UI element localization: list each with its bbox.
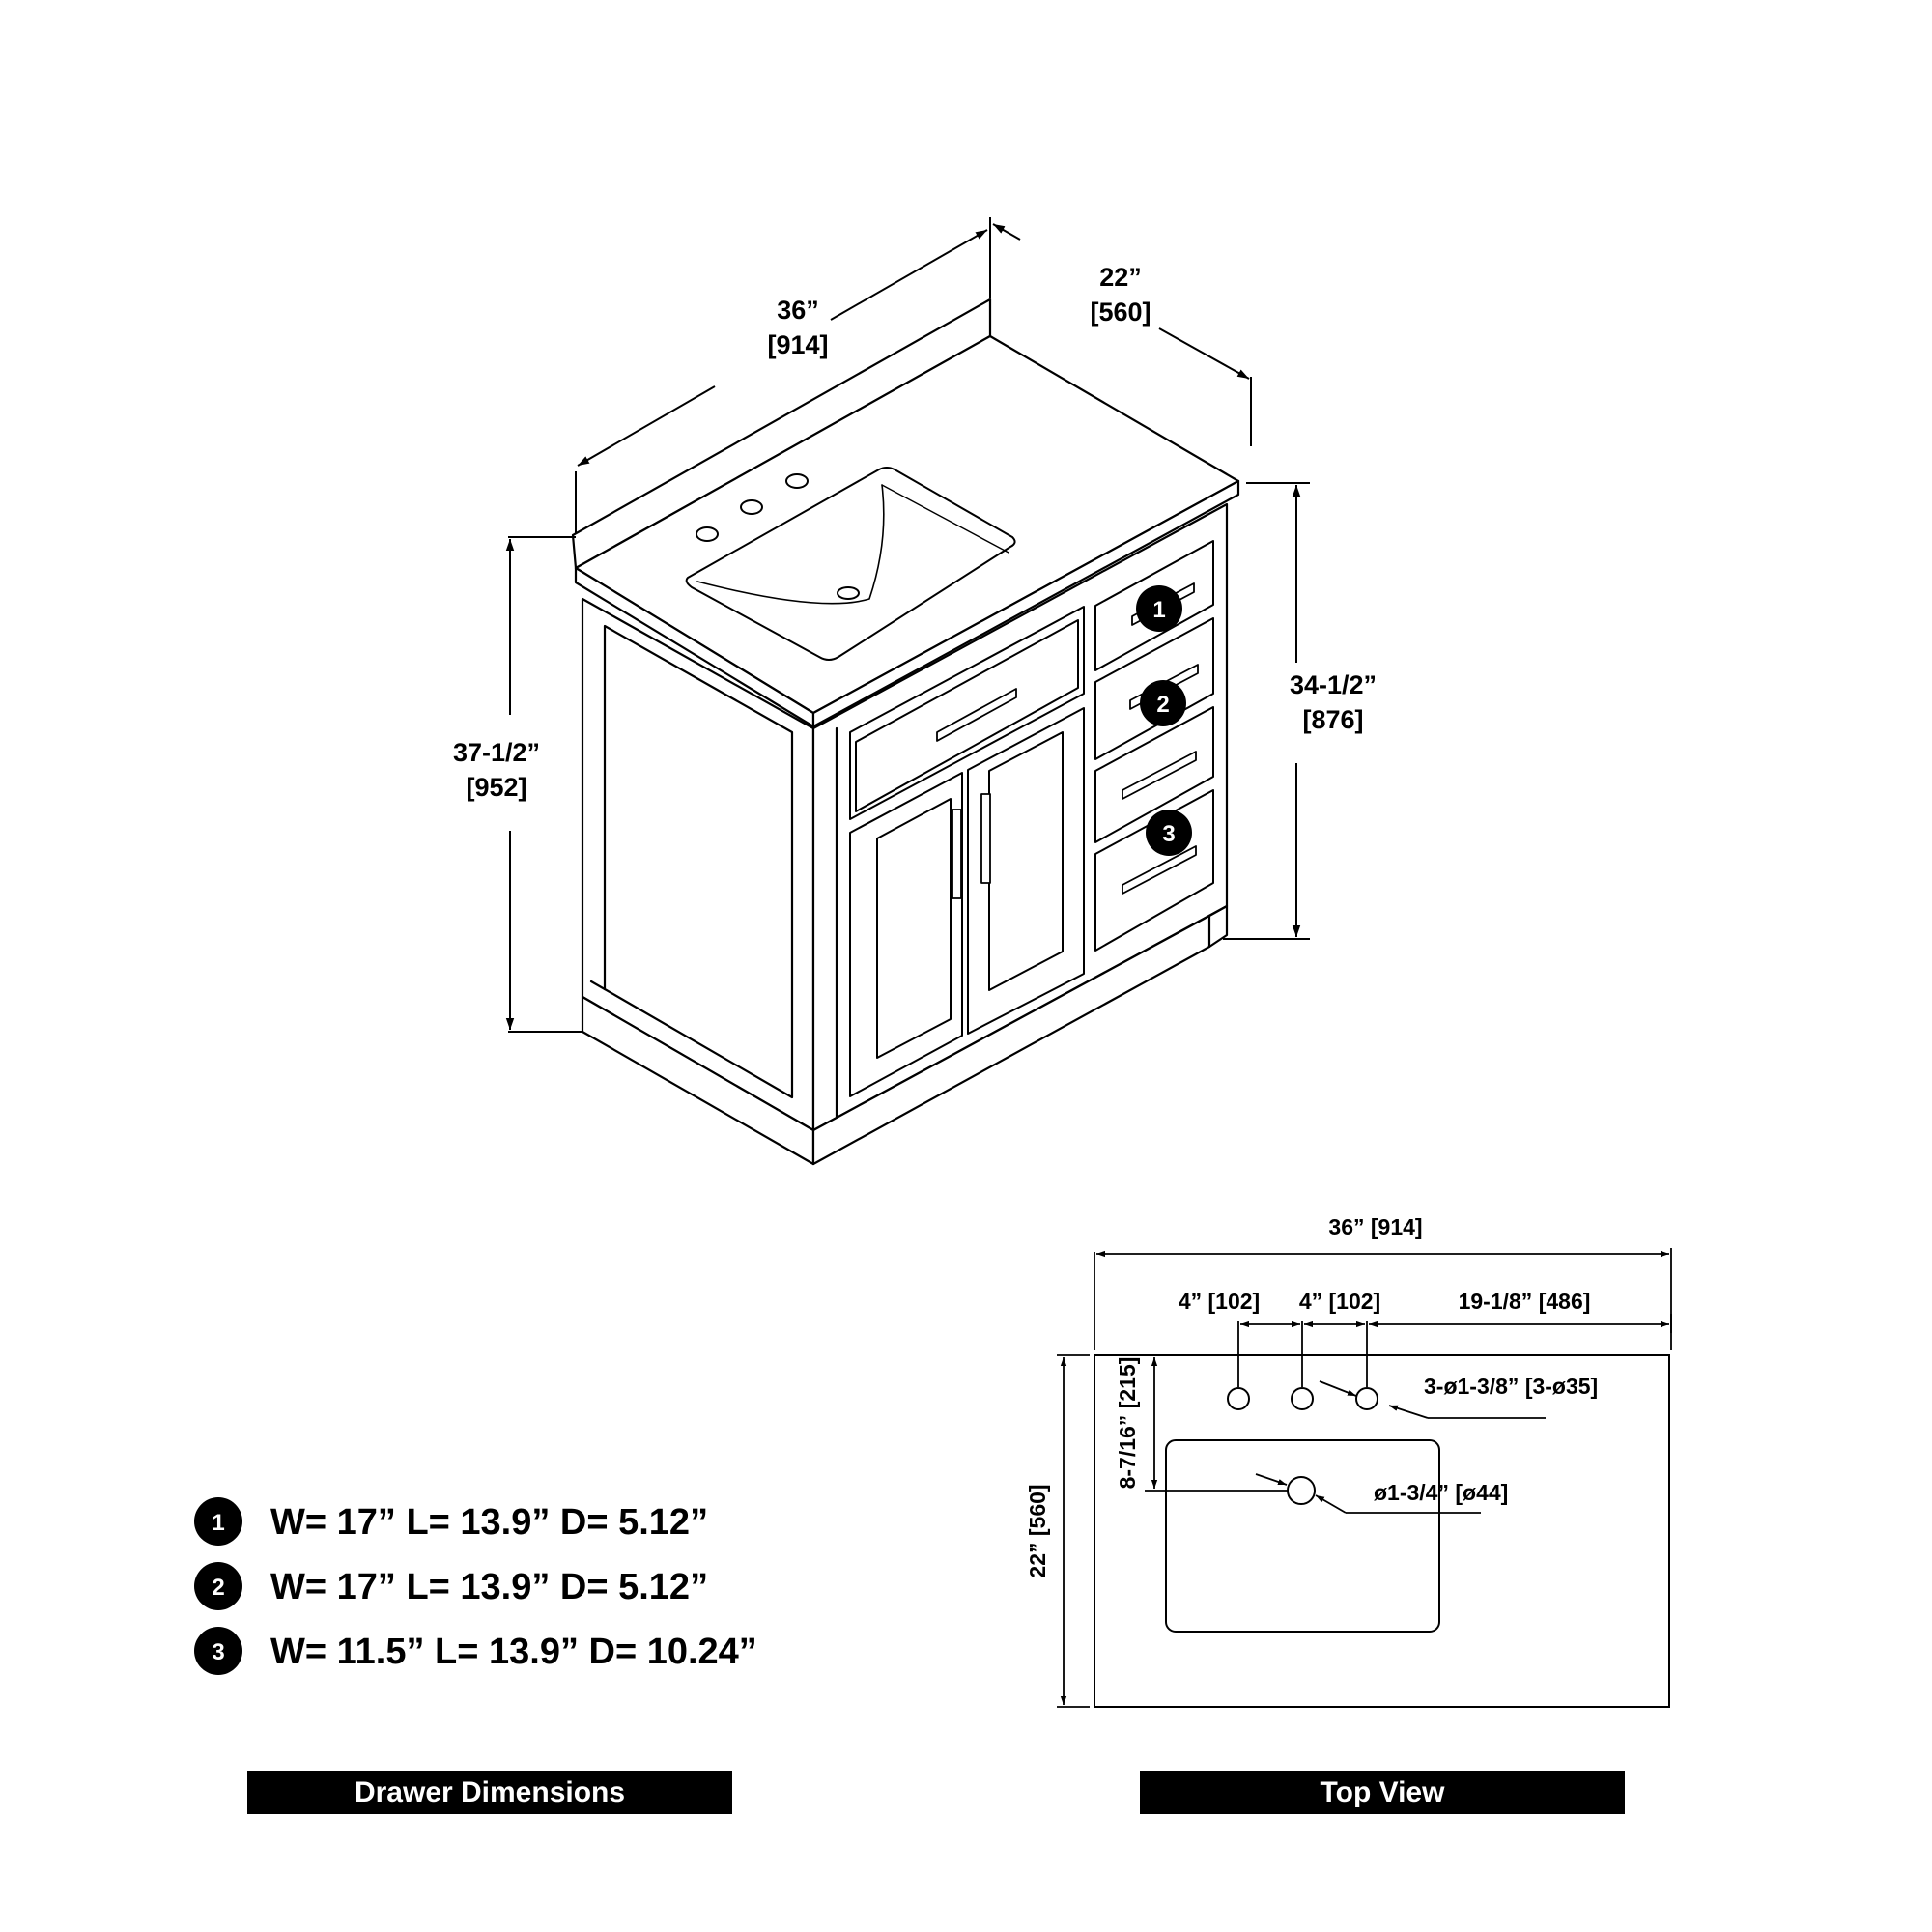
hole-spacing-1-label: 4” [102] [1179,1289,1260,1314]
right-offset-label: 19-1/8” [486] [1459,1289,1591,1314]
drain-hole [1287,1476,1316,1505]
total-height-label: 37-1/2” [453,738,540,767]
list-badge [194,1562,242,1610]
drawer-3-dimensions: W= 11.5” L= 13.9” D= 10.24” [270,1632,757,1672]
top-view-labels: 36” [914] 4” [102] 4” [102] 19-1/8” [486… [1025,1214,1598,1578]
depth-mm-label: [560] [1090,298,1151,327]
drawer-2-dimensions: W= 17” L= 13.9” D= 5.12” [270,1567,708,1607]
faucet-hole [1227,1387,1250,1410]
drawer-callouts: 1 2 3 [1136,585,1192,856]
faucet-hole [1291,1387,1314,1410]
drawer-3 [1094,706,1214,843]
handle-icon [1122,751,1197,800]
width-mm-label: [914] [767,330,828,359]
total-height-mm-label: [952] [466,773,526,802]
callout-number: 1 [1152,597,1165,623]
callout-badge [1136,585,1182,632]
drain-depth-label: 8-7/16” [215] [1115,1357,1140,1490]
faucet-hole [696,526,719,542]
callout-number: 2 [1156,692,1169,718]
left-door [849,772,963,1097]
callout-badge [1140,680,1186,726]
drawer-2 [1094,617,1214,760]
depth-label: 22” [1099,263,1142,292]
overall-depth-label: 22” [560] [1025,1484,1050,1577]
faucet-hole [785,473,809,489]
faucet-hole [740,499,763,515]
cabinet-height-mm-label: [876] [1302,705,1363,734]
faucet-holes [696,473,809,542]
top-drawer-front [849,606,1085,820]
sink-drain [837,586,860,600]
cabinet-side-panel [581,597,815,1132]
handle-icon [952,809,962,899]
iso-dimension-lines [505,217,1310,1033]
drawer-1-dimensions: W= 17” L= 13.9” D= 5.12” [270,1502,708,1543]
top-view-diagram [1057,1248,1672,1708]
callout-number: 3 [1162,821,1175,847]
handle-icon [936,688,1017,742]
handle-icon [1122,845,1197,895]
handle-icon [980,793,991,884]
vanity-isometric [571,298,1240,1166]
drain-spec-label: ø1-3/4” [ø44] [1374,1480,1508,1505]
list-badge [194,1497,242,1546]
right-door [967,707,1085,1035]
iso-dimension-labels: 36” [914] 22” [560] 37-1/2” [952] 34-1/2… [453,263,1377,802]
drawer-dimensions-caption: Drawer Dimensions [247,1771,732,1814]
width-label: 36” [777,296,819,325]
cabinet-front [581,502,1229,1166]
list-badge [194,1627,242,1675]
top-view-caption: Top View [1140,1771,1625,1814]
basin-outline [1165,1439,1440,1633]
countertop-outline [1094,1354,1670,1708]
overall-width-label: 36” [914] [1328,1214,1422,1239]
list-badge-number: 1 [212,1510,224,1536]
hole-spacing-2-label: 4” [102] [1299,1289,1380,1314]
callout-badge [1146,810,1192,856]
cabinet-doors [849,707,1085,1097]
list-badge-number: 2 [212,1575,224,1601]
drawer-1 [1094,540,1214,671]
list-badge-number: 3 [212,1639,224,1665]
faucet-hole [1355,1387,1378,1410]
sink-basin [685,467,1016,661]
cabinet-height-label: 34-1/2” [1290,670,1377,699]
hole-spec-label: 3-ø1-3/8” [3-ø35] [1424,1374,1598,1399]
drawer-dimension-list: 1 W= 17” L= 13.9” D= 5.12” 2 W= 17” L= 1… [194,1497,757,1675]
